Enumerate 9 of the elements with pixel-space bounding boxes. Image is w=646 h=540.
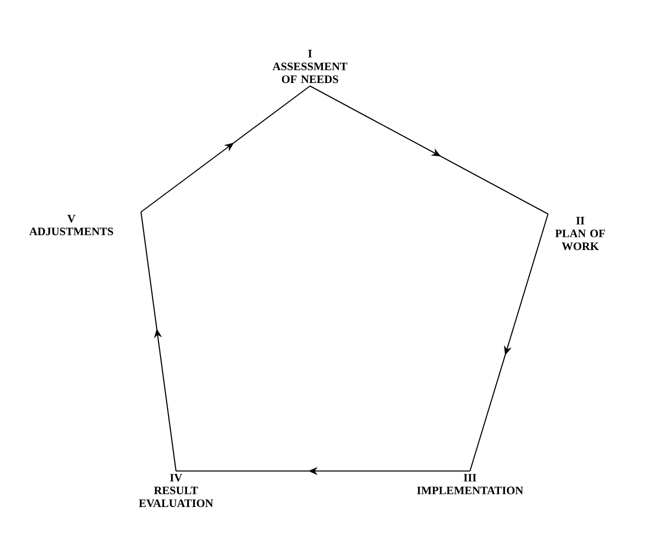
stage-label: II PLAN OF WORK (555, 216, 605, 250)
arrow (140, 212, 177, 472)
stage-label: V ADJUSTMENTS (29, 214, 114, 236)
arrow (310, 86, 548, 214)
arrow (470, 214, 549, 472)
arrow (140, 86, 310, 212)
stage-label: IV RESULT EVALUATION (138, 474, 214, 508)
stage-label: I ASSESSMENT OF NEEDS (272, 50, 348, 84)
stage-label: III IMPLEMENTATION (417, 474, 524, 494)
